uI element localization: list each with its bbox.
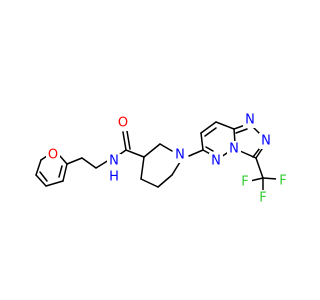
triazole-nitrogen-label: N [261, 134, 271, 149]
bond [235, 128, 248, 134]
bond [188, 149, 204, 157]
label-mask [276, 173, 290, 189]
bond [215, 121, 235, 130]
fluorine-label: F [259, 191, 266, 206]
pyridazine-nitrogen-label: N [211, 154, 221, 169]
bond [35, 159, 42, 176]
bond [157, 174, 173, 188]
bond [58, 165, 63, 178]
bond [262, 177, 278, 180]
bond [81, 157, 97, 169]
bond [140, 178, 159, 188]
label-mask [259, 133, 273, 149]
bond [255, 157, 264, 179]
bond [252, 147, 261, 158]
label-mask [209, 153, 223, 169]
bond [59, 155, 68, 165]
label-mask [116, 115, 130, 131]
bond [35, 174, 47, 187]
furan-oxygen-label: O [48, 148, 58, 163]
bond [95, 159, 110, 169]
bond [143, 143, 161, 158]
bond [249, 177, 264, 182]
label-mask [256, 190, 270, 206]
bond [204, 127, 217, 137]
fluorine-label: F [241, 175, 248, 190]
triazole-nitrogen-label: N [245, 113, 255, 128]
bond [200, 132, 204, 151]
bond [205, 146, 214, 152]
bond [239, 150, 257, 159]
bond [126, 130, 131, 150]
bond [200, 121, 217, 134]
bond [122, 131, 127, 151]
bond [233, 128, 236, 144]
bond [159, 143, 173, 152]
chemical-structure: O O N H N N N N N F F F [35, 112, 290, 206]
atom-labels: O O N H N N N N N F F F [46, 112, 290, 206]
bond [171, 161, 181, 176]
amide-hydrogen-label: H [109, 170, 119, 185]
label-mask [238, 174, 252, 190]
bond [45, 180, 64, 187]
label-mask [243, 112, 257, 128]
label-mask [173, 147, 187, 163]
bridgehead-nitrogen-label: N [229, 142, 239, 157]
bond [66, 157, 83, 165]
piperidine-nitrogen-label: N [175, 148, 185, 163]
bond [125, 149, 145, 158]
bond [140, 156, 145, 180]
bond [62, 163, 68, 182]
carbonyl-oxygen-label: O [118, 116, 128, 131]
label-mask [227, 141, 241, 157]
amide-nitrogen-label: N [109, 154, 119, 169]
label-mask [107, 154, 121, 184]
bond [39, 171, 48, 182]
fluorine-label: F [279, 174, 286, 189]
label-mask [46, 147, 60, 163]
